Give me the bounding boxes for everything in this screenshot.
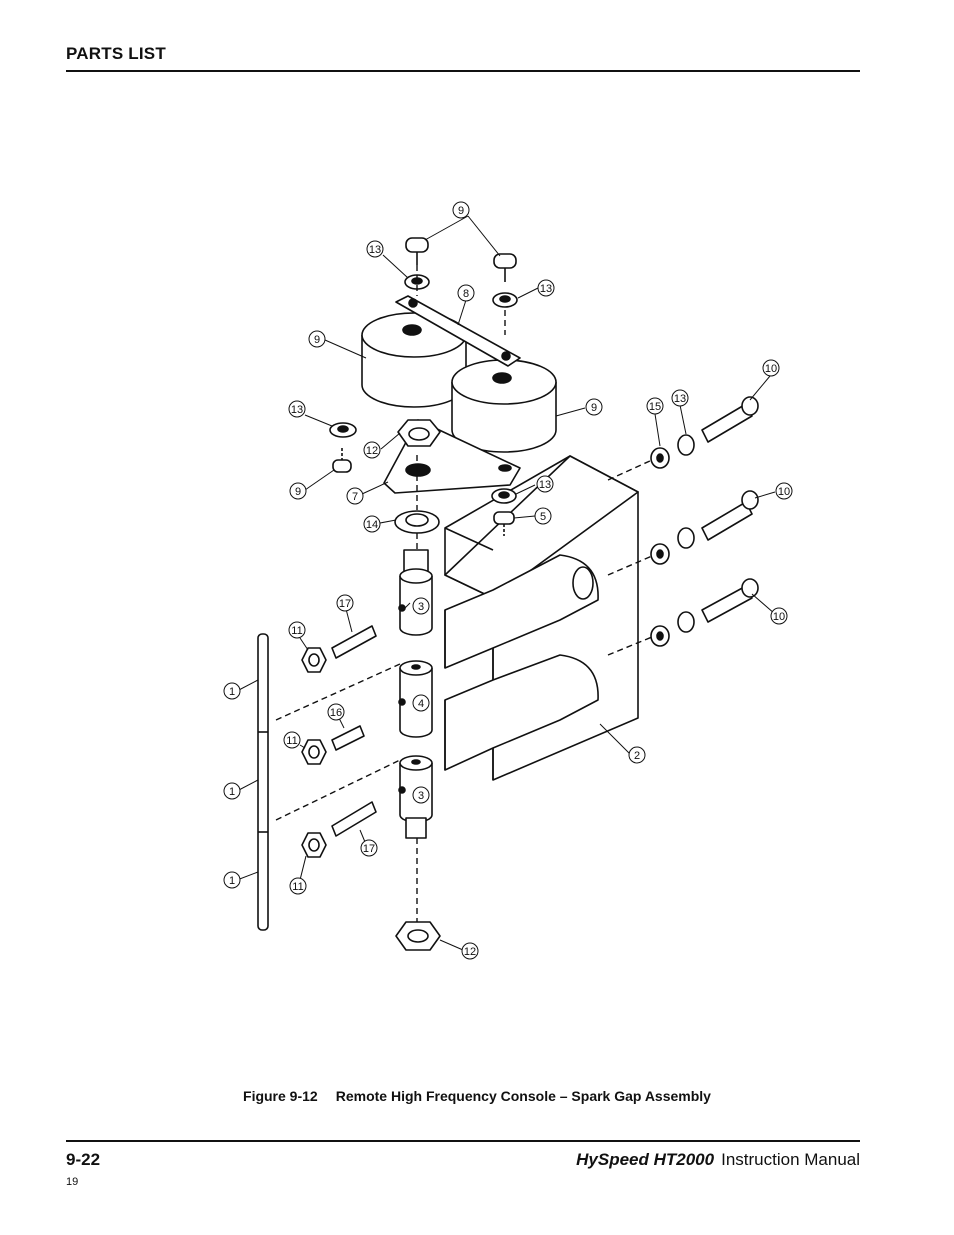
- capacitor-7: [361, 312, 467, 408]
- callout: 1: [229, 786, 235, 798]
- manual-label: Instruction Manual: [721, 1150, 860, 1169]
- callout: 13: [540, 283, 552, 295]
- callout: 9: [458, 205, 464, 217]
- section-title: PARTS LIST: [66, 44, 166, 63]
- callout: 14: [366, 519, 378, 531]
- sheet-number: 19: [66, 1176, 79, 1188]
- electrode-3-upper: [398, 549, 433, 636]
- callout: 10: [778, 486, 790, 498]
- header-rule: [66, 70, 860, 72]
- page-number: 9-22: [66, 1150, 101, 1169]
- callout: 13: [369, 244, 381, 256]
- callout: 17: [363, 843, 375, 855]
- product-brand: HySpeed HT2000: [576, 1150, 715, 1169]
- callout: 1: [229, 875, 235, 887]
- callout: 4: [418, 698, 424, 710]
- callout: 7: [352, 491, 358, 503]
- callout: 9: [295, 486, 301, 498]
- callout: 9: [314, 334, 320, 346]
- footer-manual-title: HySpeed HT2000 Instruction Manual: [576, 1150, 860, 1170]
- callout: 13: [291, 404, 303, 416]
- figure-title: Remote High Frequency Console – Spark Ga…: [335, 1088, 711, 1104]
- capacitor-8: [451, 359, 557, 453]
- rod-1: [257, 633, 269, 931]
- callout: 9: [591, 402, 597, 414]
- spark-gap-block: [444, 455, 639, 781]
- callout: 16: [330, 707, 342, 719]
- callout: 10: [773, 611, 785, 623]
- callout: 1: [229, 686, 235, 698]
- figure-caption: Figure 9-12 Remote High Frequency Console…: [0, 1088, 954, 1104]
- callout: 11: [292, 881, 303, 893]
- figure-number: Figure 9-12: [243, 1088, 318, 1104]
- callout: 2: [634, 750, 640, 762]
- footer-rule: [66, 1140, 860, 1142]
- callout: 3: [418, 601, 424, 613]
- callout: 13: [539, 479, 551, 491]
- callout: 3: [418, 790, 424, 802]
- callout: 11: [291, 625, 302, 637]
- callout: 8: [463, 288, 469, 300]
- callout: 15: [649, 401, 661, 413]
- callout: 10: [765, 363, 777, 375]
- callout: 13: [674, 393, 686, 405]
- callout: 5: [540, 511, 546, 523]
- callout: 11: [286, 735, 297, 747]
- strap-6: [395, 295, 521, 367]
- callout: 12: [366, 445, 378, 457]
- callout: 17: [339, 598, 351, 610]
- callout: 12: [464, 946, 476, 958]
